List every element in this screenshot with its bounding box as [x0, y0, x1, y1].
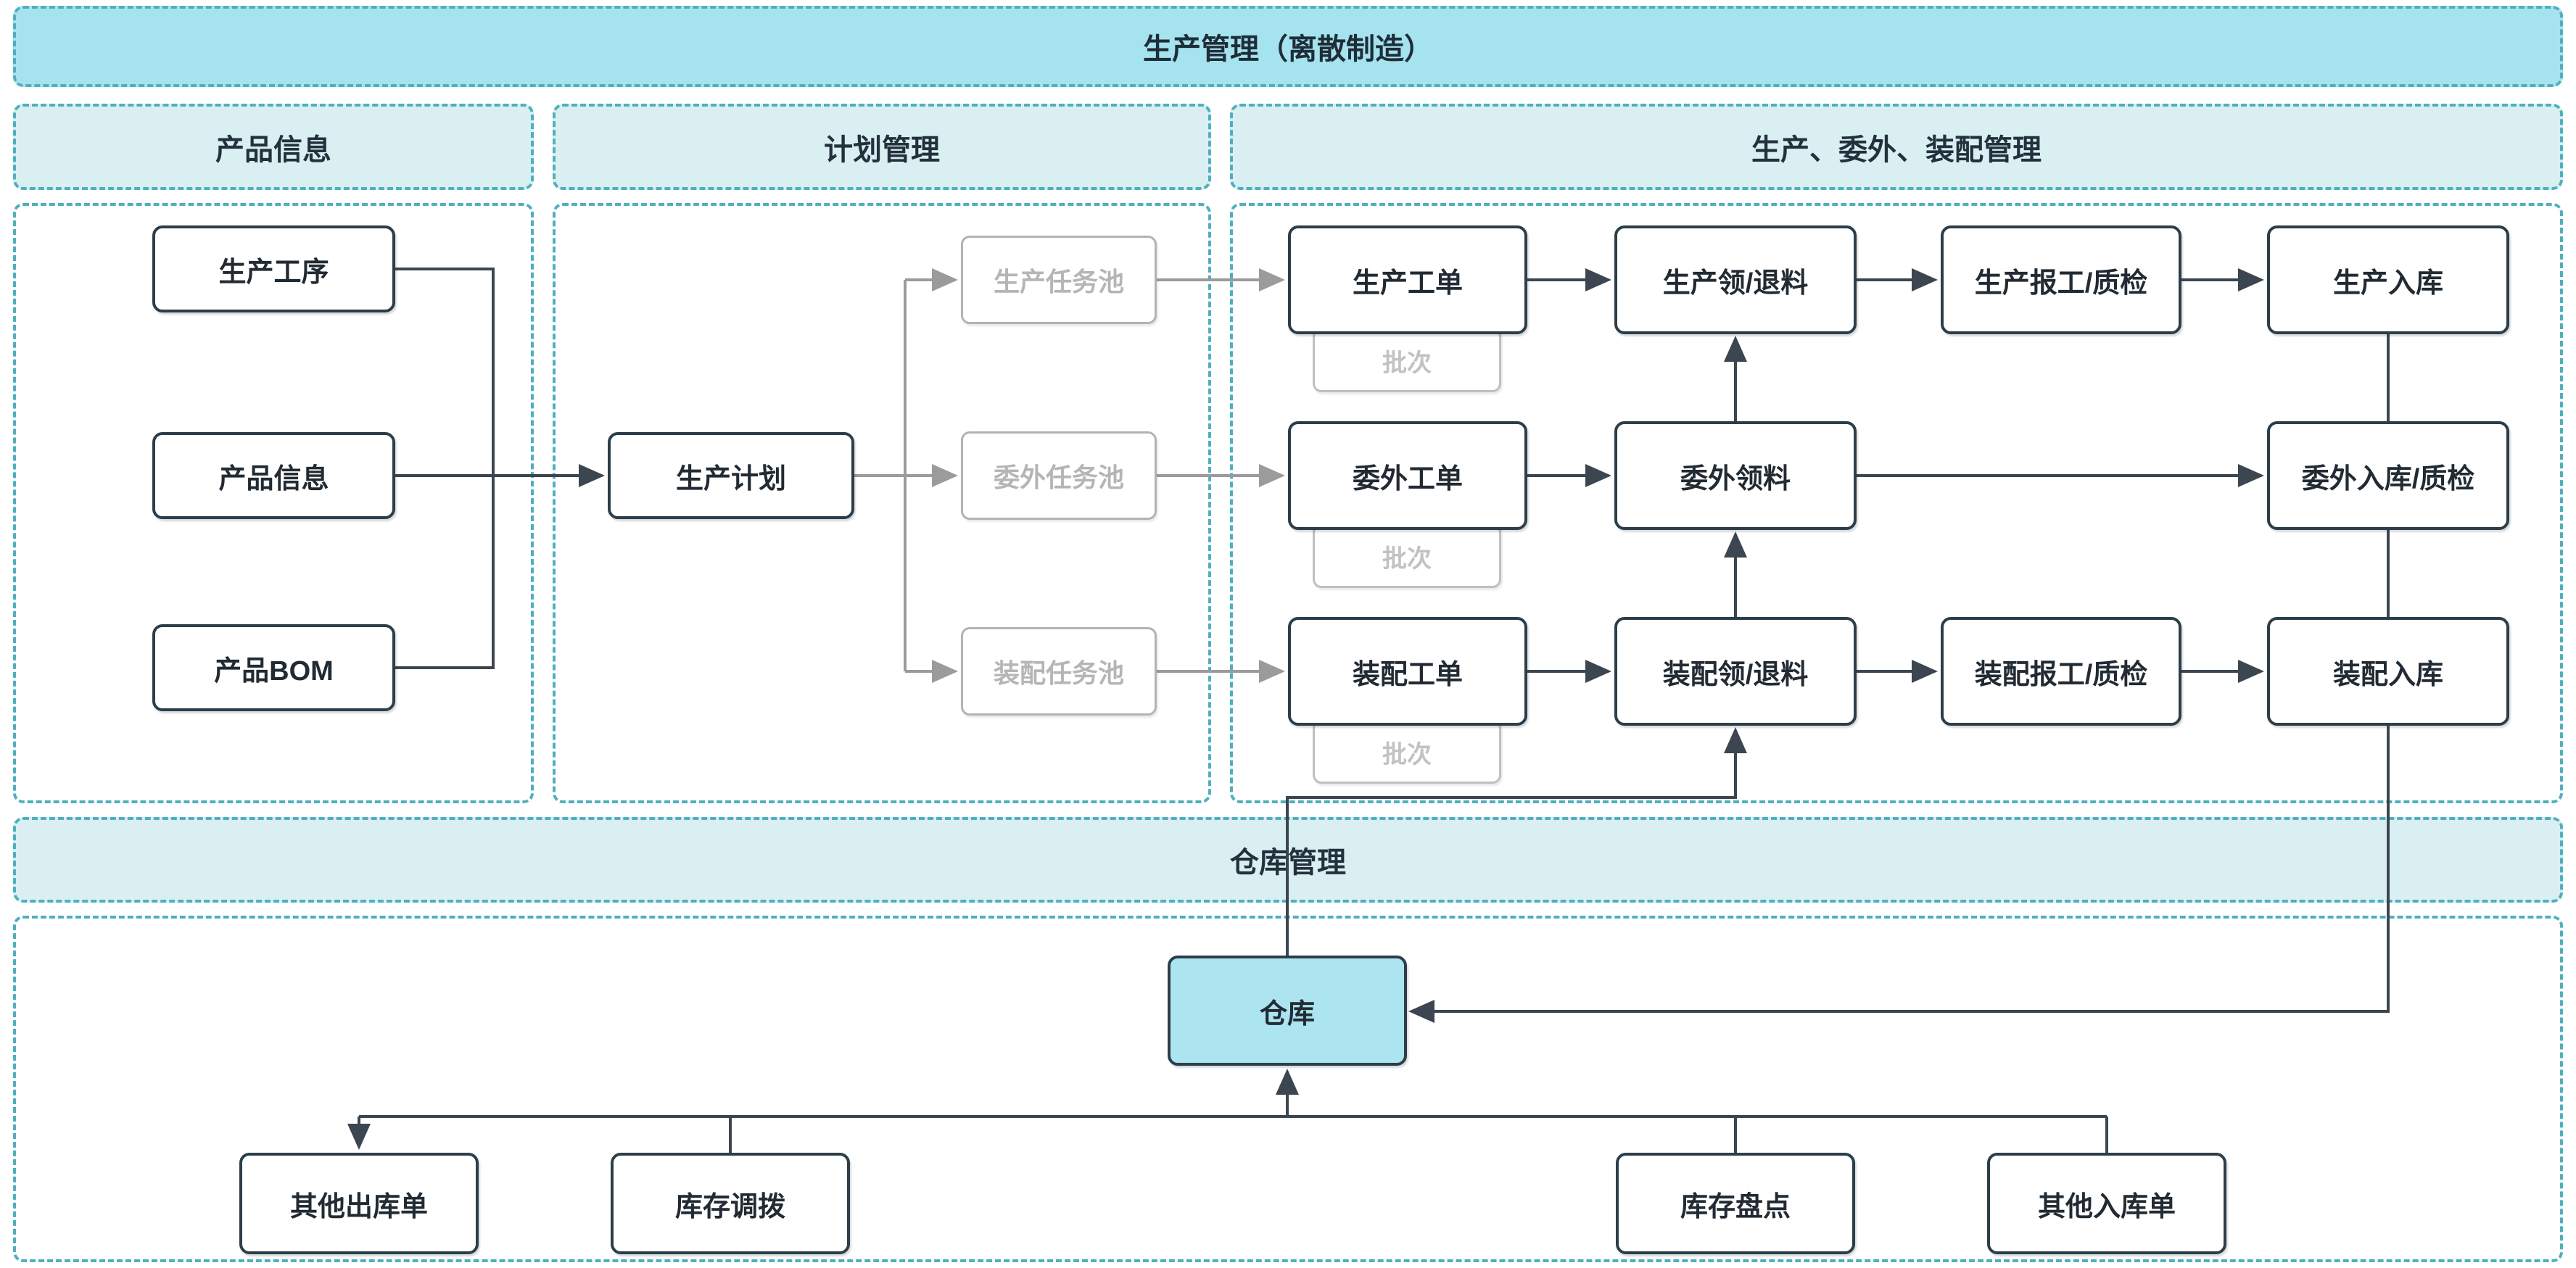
- node-label: 批次: [1382, 740, 1432, 768]
- node-production-plan[interactable]: 生产计划: [608, 432, 854, 519]
- node-assembly-work-order[interactable]: 装配工单: [1288, 617, 1527, 726]
- node-production-process[interactable]: 生产工序: [152, 225, 395, 312]
- node-label: 生产入库: [2332, 268, 2443, 299]
- node-assembly-task-pool[interactable]: 装配任务池: [961, 627, 1157, 716]
- node-batch-production[interactable]: 批次: [1313, 328, 1501, 392]
- node-label: 委外入库/质检: [2301, 463, 2475, 494]
- node-label: 委外工单: [1352, 463, 1463, 494]
- section-header-plan-management: 计划管理: [553, 104, 1211, 190]
- node-label: 装配领/退料: [1662, 659, 1809, 690]
- node-other-outbound-order[interactable]: 其他出库单: [239, 1153, 479, 1254]
- node-production-inbound[interactable]: 生产入库: [2267, 225, 2509, 334]
- node-batch-assembly[interactable]: 批次: [1313, 720, 1501, 784]
- node-outsource-work-order[interactable]: 委外工单: [1288, 421, 1527, 530]
- node-label: 批次: [1382, 544, 1432, 573]
- section-header-product-info: 产品信息: [13, 104, 534, 190]
- node-label: 批次: [1382, 349, 1432, 377]
- node-label: 其他出库单: [289, 1191, 428, 1222]
- node-label: 装配任务池: [993, 658, 1124, 688]
- node-assembly-pick-return[interactable]: 装配领/退料: [1614, 617, 1857, 726]
- node-label: 装配报工/质检: [1974, 659, 2148, 690]
- node-outsource-pick[interactable]: 委外领料: [1614, 421, 1857, 530]
- node-warehouse[interactable]: 仓库: [1168, 956, 1407, 1066]
- node-inventory-check[interactable]: 库存盘点: [1616, 1153, 1855, 1254]
- node-label: 委外任务池: [993, 463, 1124, 492]
- node-batch-outsource[interactable]: 批次: [1313, 524, 1501, 588]
- node-label: 产品BOM: [214, 655, 334, 687]
- node-product-bom[interactable]: 产品BOM: [152, 624, 395, 711]
- node-label: 生产任务池: [993, 267, 1124, 297]
- node-production-task-pool[interactable]: 生产任务池: [961, 236, 1157, 324]
- section-title: 计划管理: [824, 133, 940, 166]
- node-label: 生产领/退料: [1662, 268, 1809, 299]
- node-inventory-transfer[interactable]: 库存调拨: [611, 1153, 850, 1254]
- node-label: 委外领料: [1680, 463, 1791, 494]
- node-product-info[interactable]: 产品信息: [152, 432, 395, 519]
- node-outsource-task-pool[interactable]: 委外任务池: [961, 431, 1157, 520]
- node-label: 装配入库: [2332, 659, 2443, 690]
- node-production-work-order[interactable]: 生产工单: [1288, 225, 1527, 334]
- node-outsource-inbound-qc[interactable]: 委外入库/质检: [2267, 421, 2509, 530]
- node-label: 生产报工/质检: [1974, 268, 2148, 299]
- node-label: 库存调拨: [674, 1191, 785, 1222]
- node-other-inbound-order[interactable]: 其他入库单: [1987, 1153, 2226, 1254]
- node-production-report-qc[interactable]: 生产报工/质检: [1941, 225, 2181, 334]
- section-title: 生产、委外、装配管理: [1751, 133, 2042, 166]
- banner-production-management: 生产管理（离散制造）: [13, 6, 2563, 87]
- node-label: 生产工序: [218, 257, 329, 288]
- node-label: 产品信息: [218, 463, 329, 494]
- node-label: 生产工单: [1352, 268, 1463, 299]
- node-label: 仓库: [1259, 998, 1315, 1029]
- node-production-pick-return[interactable]: 生产领/退料: [1614, 225, 1857, 334]
- node-label: 生产计划: [675, 463, 786, 494]
- node-assembly-report-qc[interactable]: 装配报工/质检: [1941, 617, 2181, 726]
- node-label: 装配工单: [1352, 659, 1463, 690]
- section-title: 产品信息: [215, 133, 331, 166]
- section-header-production-outsource-assembly: 生产、委外、装配管理: [1230, 104, 2563, 190]
- node-assembly-inbound[interactable]: 装配入库: [2267, 617, 2509, 726]
- node-label: 库存盘点: [1680, 1191, 1791, 1222]
- banner-title: 生产管理（离散制造）: [1143, 33, 1433, 65]
- node-label: 其他入库单: [2037, 1191, 2176, 1222]
